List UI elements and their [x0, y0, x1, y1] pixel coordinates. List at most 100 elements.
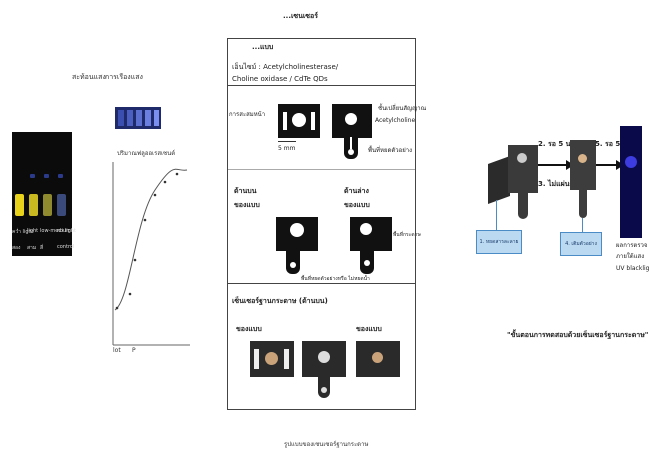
photo-tail-hole	[321, 387, 327, 393]
photo-spot	[265, 352, 278, 365]
photo-stripe	[284, 349, 289, 369]
card-tail	[286, 250, 300, 274]
graph-point	[115, 306, 119, 310]
vial-2	[29, 194, 38, 216]
device-hole	[517, 153, 527, 163]
vial-label: control	[57, 244, 75, 250]
vial-label: สาม	[27, 245, 37, 251]
step2-label: 2. รอ 5 นาที	[538, 140, 580, 148]
vial-mini	[118, 110, 124, 126]
graph-point	[143, 218, 147, 222]
card-hole	[360, 223, 372, 235]
graph-point	[133, 258, 137, 262]
callout-line	[582, 218, 583, 232]
card-hole	[292, 113, 306, 127]
photo-spot	[372, 352, 383, 363]
vial-strip	[115, 107, 161, 129]
label-scale: 5 mm	[278, 145, 296, 152]
vial-panel: คว่ำ light light low-medium no light สอง…	[12, 132, 76, 256]
label-bottom2: ของแบบ	[344, 201, 370, 209]
label-bottom: ด้านล่าง	[344, 187, 369, 195]
label-filter: พื้นที่หยดตัวอย่างหรือ ไม่หยดน้ำ	[301, 276, 370, 282]
label-substrate2: Acetylcholine	[375, 117, 416, 124]
photo-sensor-3	[356, 341, 400, 377]
step1-box: 1. หยดสารละลาย	[476, 230, 522, 254]
tail-hole	[348, 149, 354, 155]
vial-label: คว่ำ light	[12, 229, 34, 235]
label-substrate: ชั้นเปลี่ยนสัญญาณ	[378, 105, 427, 112]
tail-hole	[364, 260, 370, 266]
axis-label-left: lot	[113, 347, 121, 354]
arrow-step2	[538, 164, 568, 166]
vial-label: no light	[57, 228, 76, 234]
divider	[228, 283, 415, 284]
center-header: ...เซนเซอร์	[283, 12, 319, 20]
result-label2: ภายใต้แสง	[616, 253, 645, 260]
sensor-bottom-view	[350, 217, 392, 251]
left-header-2: การเรืองแสง	[105, 73, 143, 81]
sensor-top-view	[276, 217, 318, 251]
result-label3: UV blacklight	[616, 265, 650, 272]
graph-point	[153, 193, 157, 197]
device-step1	[488, 155, 510, 205]
vial-3	[43, 194, 52, 216]
axis-label-right: P	[132, 347, 136, 354]
device-spot	[578, 154, 587, 163]
vial-mini	[136, 110, 142, 126]
photo-spot	[318, 351, 330, 363]
label-sample-zone: พื้นที่หยดตัวอย่าง	[368, 147, 413, 154]
vial-mini	[154, 110, 159, 126]
vial-label: light	[27, 228, 39, 234]
center-title: ...แบบ	[252, 43, 274, 51]
tail-channel	[350, 137, 352, 149]
photo-sensor-1	[250, 341, 294, 377]
label-top2: ของแบบ	[234, 201, 260, 209]
photo-label-left: ของแบบ	[236, 325, 262, 333]
tail-hole	[290, 262, 296, 268]
label-front-layer: การสะสมหน้า	[229, 111, 266, 118]
divider	[228, 169, 415, 170]
photo-tail	[318, 376, 330, 398]
card-tail	[360, 250, 374, 274]
vial-label: สอง	[12, 245, 21, 251]
sensor-card-front	[278, 104, 320, 138]
step3-label: 3. ไม่แผ่นของแบบ	[538, 180, 596, 188]
uv-spot	[625, 156, 637, 168]
device-tail	[518, 193, 528, 219]
graph-caption: ปริมาณฟลูออเรสเซนต์	[117, 150, 176, 157]
vial-cap	[30, 174, 35, 178]
result-label: ผลการตรวจ	[616, 242, 648, 249]
photo-label-right: ของแบบ	[356, 325, 382, 333]
device-step4	[570, 140, 596, 190]
graph-point	[128, 292, 132, 296]
label-paper: พื้นที่กระดาษ	[393, 232, 421, 238]
vial-label: low-medium	[40, 228, 71, 234]
workflow-caption: "ขั้นตอนการทดสอบด้วยเซ็นเซอร์ฐานกระดาษ"	[507, 331, 649, 339]
vial-4	[57, 194, 66, 216]
card-stripe	[283, 112, 287, 130]
step4-box: 4. เติมตัวอย่าง	[560, 232, 602, 256]
step5-label: 5. รอ 5 นาที	[595, 140, 637, 148]
label-top: ด้านบน	[234, 187, 257, 195]
divider	[228, 85, 415, 86]
vial-1	[15, 194, 24, 216]
device-step1b	[508, 145, 538, 193]
sensor-design-panel: ...แบบ เอ็นไซม์ : Acetylcholinesterase/ …	[227, 38, 426, 410]
card-stripe	[311, 112, 315, 130]
graph-point	[163, 180, 167, 184]
scale-bar	[278, 141, 296, 142]
card-tail	[344, 137, 358, 159]
uv-result-device	[620, 126, 642, 238]
vial-mini	[127, 110, 133, 126]
card-hole	[290, 223, 304, 237]
graph-point	[175, 172, 179, 176]
arrow-step5	[596, 164, 618, 166]
device-tail	[579, 190, 587, 218]
left-header-1: สะท้อนแสง	[72, 73, 106, 81]
enzyme-line-2: Choline oxidase / CdTe QDs	[232, 75, 328, 83]
card-hole	[345, 113, 357, 125]
sensor-card-back	[332, 104, 372, 138]
photo-sensor-2	[302, 341, 346, 377]
vial-label: สี่	[40, 245, 44, 251]
callout-line	[496, 200, 497, 230]
